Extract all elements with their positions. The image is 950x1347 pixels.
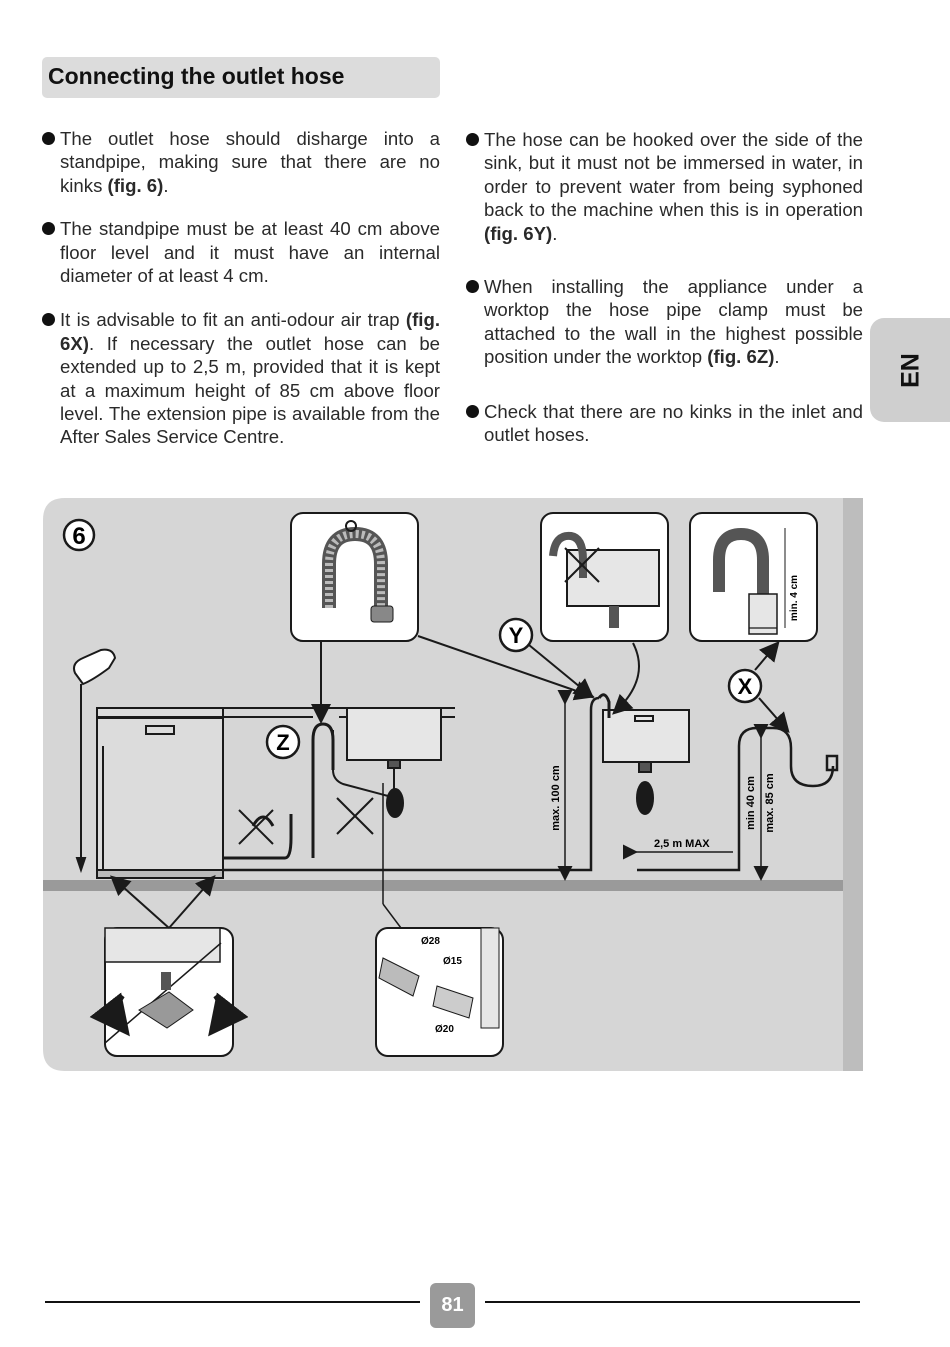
- sink-y: [597, 693, 690, 815]
- detail-sink-hook: [540, 512, 669, 715]
- bullet-item: The hose can be hooked over the side of …: [466, 128, 863, 245]
- detail-leveling-foot: [89, 874, 249, 1057]
- figure-number-badge: [62, 518, 96, 552]
- page-title: Connecting the outlet hose: [48, 63, 345, 89]
- bullet-text: It is advisable to fit an anti-odour air…: [60, 309, 406, 331]
- hose-clamp-z: [311, 722, 335, 858]
- bullet-text-end: . If necessary the outlet hose can be ex…: [60, 332, 440, 448]
- label-d28: Ø28: [421, 936, 440, 947]
- bullet-text: The standpipe must be at least 40 cm abo…: [60, 218, 440, 287]
- detail-hose-clip: [290, 512, 595, 724]
- bullet-text: When installing the appliance under a wo…: [484, 276, 863, 368]
- bullet-dot-icon: [42, 222, 55, 236]
- bullet-text: Check that there are no kinks in the inl…: [484, 400, 863, 446]
- footer-rule-left: [45, 1301, 420, 1303]
- bullet-text-end: .: [552, 222, 558, 244]
- installation-diagram: 6: [43, 498, 863, 1071]
- bullet-item: The standpipe must be at least 40 cm abo…: [42, 217, 440, 287]
- section-title-bar: Connecting the outlet hose: [42, 57, 440, 98]
- label-max-100: max. 100 cm: [550, 765, 562, 831]
- label-min-40: min 40 cm: [745, 776, 757, 830]
- language-tab: EN: [870, 318, 950, 422]
- no-symbol-cross: [336, 797, 374, 835]
- figure-ref: (fig. 6X): [60, 309, 440, 354]
- left-column: The outlet hose should disharge into a s…: [42, 127, 440, 449]
- bullet-dot-icon: [42, 313, 55, 327]
- detail-drain-diameters: Ø28 Ø15 Ø20: [375, 783, 504, 1057]
- dishwasher: [96, 707, 224, 879]
- svg-text:X: X: [738, 674, 753, 699]
- figure-ref: (fig. 6Y): [484, 222, 553, 244]
- extension-hose: [637, 726, 839, 872]
- bullet-item: The outlet hose should disharge into a s…: [42, 127, 440, 197]
- bullet-text-end: .: [774, 346, 780, 368]
- hand-plumb-icon: [73, 648, 117, 874]
- right-column: The hose can be hooked over the side of …: [466, 128, 863, 446]
- panel-edge: [843, 498, 863, 1071]
- page-number: 81: [441, 1294, 464, 1316]
- kinked-hose: [223, 809, 293, 860]
- label-d20: Ø20: [435, 1024, 454, 1035]
- page-number-badge: 81: [430, 1283, 475, 1328]
- label-ext-max: 2,5 m MAX: [654, 838, 710, 850]
- figure-ref: (fig. 6): [107, 174, 164, 196]
- bullet-item: Check that there are no kinks in the inl…: [466, 400, 863, 447]
- svg-text:Z: Z: [276, 730, 289, 755]
- label-min-4: min. 4 cm: [789, 575, 800, 621]
- figure-number: 6: [72, 523, 85, 550]
- bullet-text-end: .: [163, 174, 169, 196]
- bullet-text: The outlet hose should disharge into a s…: [60, 128, 440, 196]
- figure-ref: (fig. 6Z): [707, 346, 775, 368]
- svg-text:Y: Y: [509, 623, 524, 648]
- bullet-item: When installing the appliance under a wo…: [466, 275, 863, 369]
- label-max-85: max. 85 cm: [764, 773, 776, 833]
- bullet-text: The hose can be hooked over the side of …: [484, 129, 863, 221]
- callout-x: X: [727, 640, 790, 734]
- footer-rule-right: [485, 1301, 860, 1303]
- bullet-dot-icon: [466, 404, 479, 418]
- label-d15: Ø15: [443, 956, 462, 967]
- built-in-sink: [332, 707, 442, 818]
- bullet-dot-icon: [466, 133, 479, 146]
- floor-strip: [43, 880, 843, 891]
- bullet-dot-icon: [466, 280, 479, 294]
- detail-standpipe: min. 4 cm: [689, 512, 818, 642]
- callout-z: Z: [265, 724, 301, 760]
- bullet-dot-icon: [42, 132, 55, 145]
- language-label: EN: [896, 353, 925, 388]
- bullet-item: It is advisable to fit an anti-odour air…: [42, 308, 440, 448]
- outlet-hose: [223, 696, 600, 872]
